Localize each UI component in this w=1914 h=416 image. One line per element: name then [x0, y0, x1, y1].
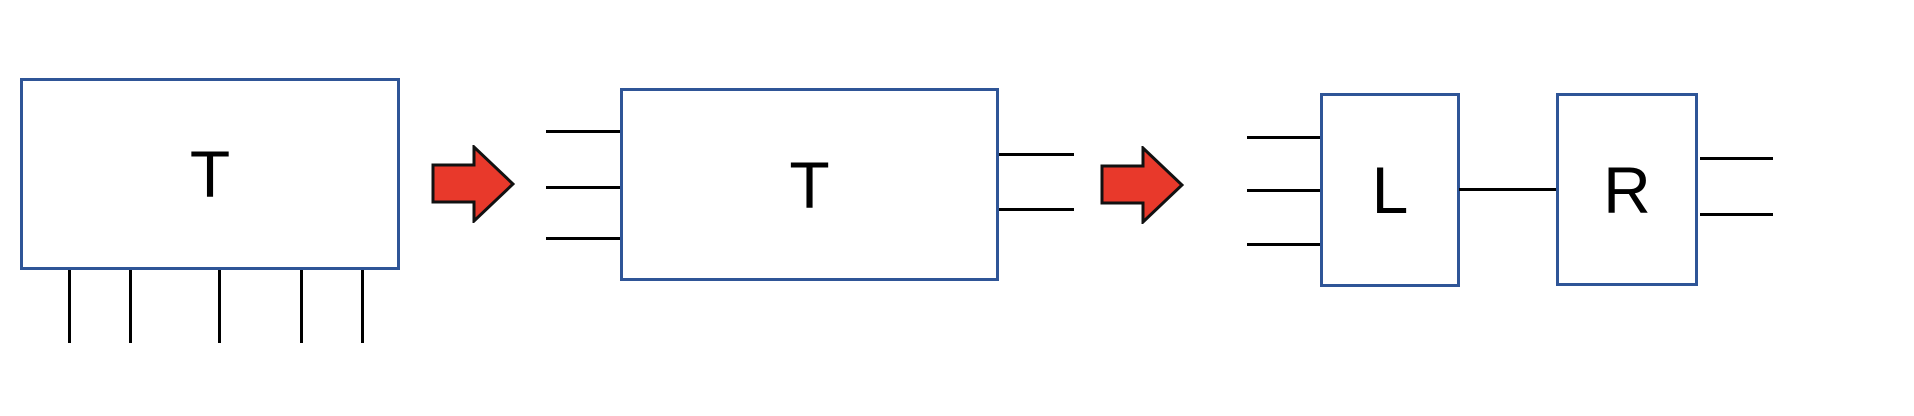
stage1-bottom-pin-line — [68, 270, 71, 343]
stage1-bottom-pin-line — [361, 270, 364, 343]
stage1-bottom-pin-line — [129, 270, 132, 343]
stage3-output-pin-line — [1700, 157, 1773, 160]
right-arrow-icon — [431, 145, 515, 223]
right-arrow-shape — [1100, 146, 1184, 224]
stage1-bottom-pin-line — [300, 270, 303, 343]
stage2-input-pin-line — [546, 186, 620, 189]
stage3-box-r: R — [1556, 93, 1698, 286]
stage3-box-l: L — [1320, 93, 1460, 287]
stage3-right-box-label: R — [1603, 152, 1651, 227]
stage2-box-t: T — [620, 88, 999, 281]
stage3-input-pin-line — [1247, 243, 1321, 246]
stage3-left-box-label: L — [1371, 153, 1409, 227]
stage2-input-pin-line — [546, 130, 620, 133]
stage3-lr-connector-line — [1459, 188, 1557, 191]
stage3-input-pin-line — [1247, 136, 1321, 139]
right-arrow-shape — [431, 145, 515, 223]
stage3-output-pin-line — [1700, 213, 1773, 216]
stage2-input-pin-line — [546, 237, 620, 240]
stage2-output-pin-line — [999, 208, 1074, 211]
stage1-box-label: T — [189, 137, 231, 211]
stage2-output-pin-line — [999, 153, 1074, 156]
stage3-input-pin-line — [1247, 189, 1321, 192]
stage1-bottom-pin-line — [218, 270, 221, 343]
right-arrow-icon — [1100, 146, 1184, 224]
stage2-box-label: T — [789, 147, 830, 222]
stage1-box-t: T — [20, 78, 400, 270]
